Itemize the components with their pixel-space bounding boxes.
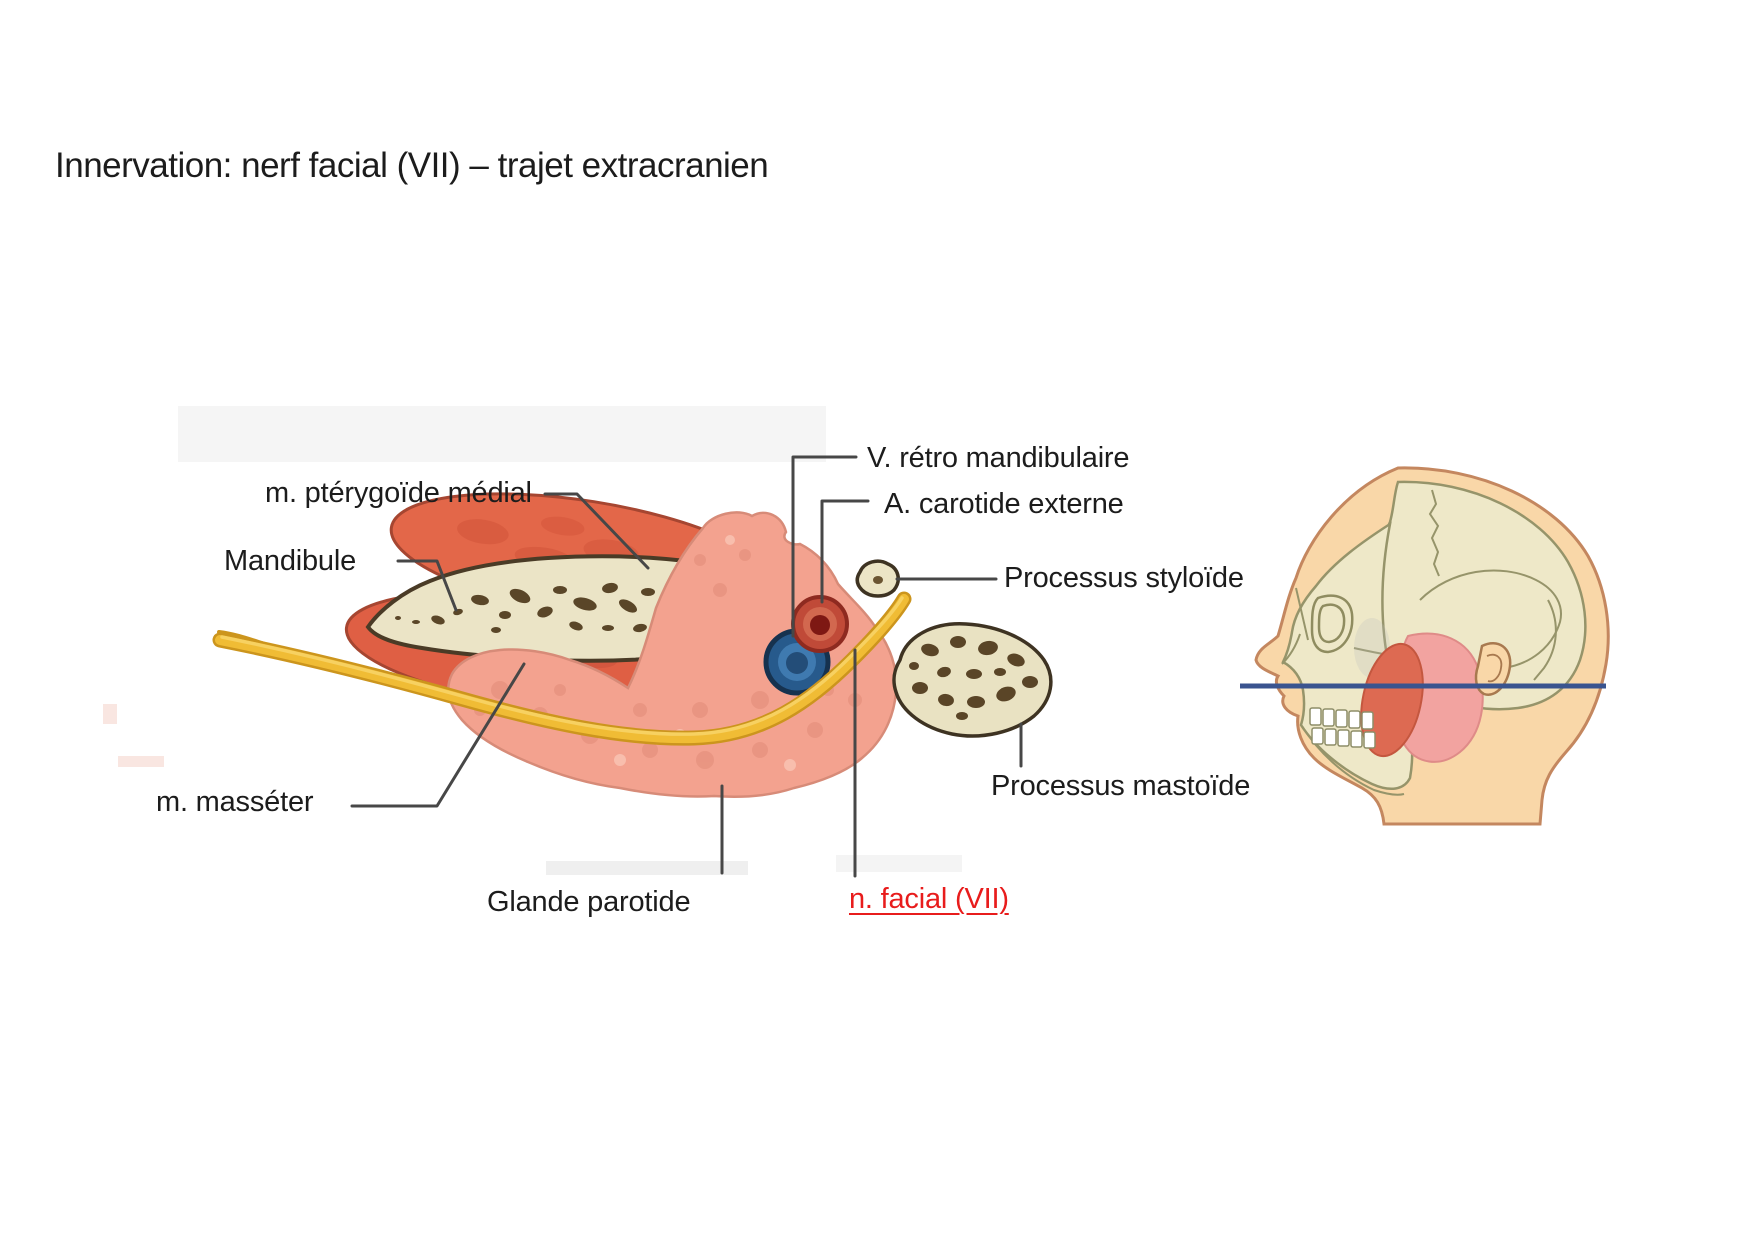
mastoid-process-shape <box>892 622 1053 738</box>
head-masseter-shape <box>1360 642 1424 758</box>
leader-v-retro <box>791 455 858 638</box>
label-glande-parotide: Glande parotide <box>487 886 691 918</box>
label-pterygoide-medial: m. ptérygoïde médial <box>265 477 532 509</box>
label-masseter: m. masséter <box>156 786 314 818</box>
label-mandibule: Mandibule <box>224 545 357 577</box>
leader-masseter <box>350 662 526 808</box>
leader-lines <box>350 455 1023 878</box>
parotid-cross-section-illustration <box>212 455 1053 878</box>
label-v-retro-mandibulaire: V. rétro mandibulaire <box>867 442 1130 474</box>
leader-a-carotide <box>820 499 870 604</box>
leader-pterygoide <box>543 492 650 570</box>
label-n-facial-vii: n. facial (VII) <box>849 883 1009 915</box>
styloid-process-shape <box>855 559 900 598</box>
external-carotid-artery-shape <box>791 595 849 653</box>
leader-mandibule <box>396 559 458 612</box>
ear-shape <box>1474 641 1512 696</box>
label-processus-mastoide: Processus mastoïde <box>991 770 1251 802</box>
label-processus-styloide: Processus styloïde <box>1004 562 1244 594</box>
mastoid-trabeculae <box>909 636 1038 720</box>
head-section-plane-illustration <box>1240 466 1610 826</box>
teeth-shape <box>1309 707 1376 749</box>
label-a-carotide-externe: A. carotide externe <box>884 488 1124 520</box>
scan-artifacts <box>103 406 962 875</box>
slide-title: Innervation: nerf facial (VII) – trajet … <box>55 146 769 185</box>
ear-inner-line <box>1486 653 1503 683</box>
eye-orbit-shape <box>1310 594 1354 654</box>
facial-nerve-path <box>212 591 912 746</box>
